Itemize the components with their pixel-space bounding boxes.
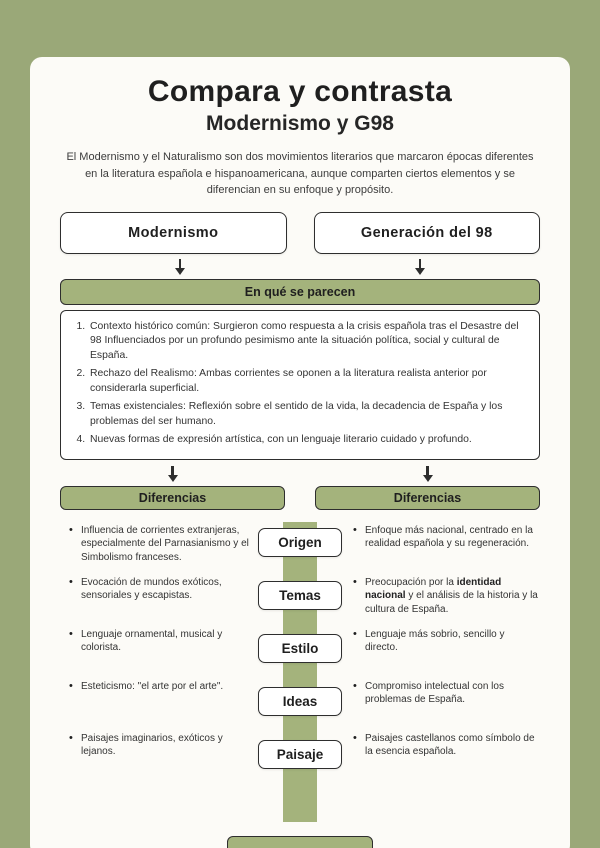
differences-left-header: Diferencias	[60, 485, 285, 510]
intro-text: El Modernismo y el Naturalismo son dos m…	[66, 151, 534, 196]
differences-left-list: • Influencia de corrientes extranjeras, e…	[68, 524, 250, 784]
difference-item: • Enfoque más nacional, centrado en la re…	[352, 524, 540, 576]
arrow-slot	[315, 465, 540, 482]
arrow-stem	[178, 258, 182, 268]
bullet-icon: •	[353, 731, 357, 744]
arrow-down-icon	[175, 258, 185, 275]
difference-item: • Paisajes imaginarios, exóticos y lejano…	[68, 732, 250, 784]
bullet-icon: •	[353, 627, 357, 640]
similarity-item: Temas existenciales: Reflexión sobre el …	[88, 400, 525, 430]
differences-headers: Diferencias Diferencias	[60, 485, 540, 510]
page-title: Compara y contrasta	[147, 75, 453, 108]
differences-right-header-label: Diferencias	[393, 490, 462, 505]
difference-item: • Lenguaje ornamental, musical y colorist…	[68, 628, 250, 680]
category-boxes: Origen Temas Estilo Ideas Paisaje	[258, 527, 342, 793]
g98-box: Generación del 98	[313, 211, 540, 254]
differences-left-header-label: Diferencias	[138, 490, 207, 505]
bullet-icon: •	[353, 679, 357, 692]
category-box-ideas: Ideas	[258, 686, 342, 716]
bullet-icon: •	[69, 731, 73, 744]
difference-item-text: Paisajes imaginarios, exóticos y lejanos…	[81, 732, 223, 758]
similarities-box: Contexto histórico común: Surgieron como…	[60, 309, 540, 460]
difference-item-text: Enfoque más nacional, centrado en la rea…	[365, 524, 533, 550]
bullet-icon: •	[353, 523, 357, 536]
arrow-head	[415, 267, 425, 275]
similarity-item: Rechazo del Realismo: Ambas corrientes s…	[88, 367, 525, 397]
category-box-paisaje: Paisaje	[258, 739, 342, 769]
similarities-header: En qué se parecen	[60, 278, 540, 305]
difference-item-text: Evocación de mundos exóticos, sensoriale…	[81, 576, 222, 602]
page-subtitle: Modernismo y G98	[206, 112, 394, 135]
footer-tab	[227, 836, 373, 848]
category-label: Estilo	[281, 640, 319, 656]
arrow-slot	[60, 258, 300, 275]
arrow-down-icon	[415, 258, 425, 275]
modernismo-box: Modernismo	[60, 211, 287, 254]
arrow-stem	[418, 258, 422, 268]
similarities-header-label: En qué se parecen	[244, 284, 356, 299]
modernismo-label: Modernismo	[128, 224, 219, 241]
category-box-temas: Temas	[258, 580, 342, 610]
difference-item: • Esteticismo: "el arte por el arte".	[68, 680, 250, 732]
differences-right-header: Diferencias	[315, 485, 540, 510]
arrow-slot	[60, 465, 285, 482]
difference-item-text: Lenguaje ornamental, musical y colorista…	[81, 628, 223, 654]
difference-item-text: Esteticismo: "el arte por el arte".	[81, 680, 224, 692]
similarity-item: Contexto histórico común: Surgieron como…	[88, 320, 525, 364]
bullet-icon: •	[69, 523, 73, 536]
difference-item-bold: identidad nacional	[365, 576, 502, 602]
difference-item-text: Preocupación por la identidad nacional y…	[365, 577, 538, 616]
difference-item-text: Paisajes castellanos como símbolo de la …	[365, 732, 535, 758]
arrow-head	[175, 267, 185, 275]
arrow-down-icon	[422, 465, 433, 482]
differences-right-list: • Enfoque más nacional, centrado en la re…	[352, 524, 540, 784]
arrow-head	[167, 474, 178, 482]
similarities-list: Contexto histórico común: Surgieron como…	[71, 320, 525, 449]
category-label: Paisaje	[276, 746, 324, 762]
category-label: Ideas	[282, 693, 318, 709]
arrow-stem	[171, 465, 174, 475]
difference-item: • Compromiso intelectual con los problema…	[352, 680, 540, 732]
arrow-slot	[300, 258, 540, 275]
category-label: Origen	[278, 534, 322, 550]
difference-item: • Paisajes castellanos como símbolo de la…	[352, 732, 540, 784]
category-box-estilo: Estilo	[258, 633, 342, 663]
difference-item-text: Lenguaje más sobrio, sencillo y directo.	[365, 628, 505, 654]
similarity-item: Nuevas formas de expresión artística, co…	[88, 433, 525, 448]
difference-item: • Evocación de mundos exóticos, sensorial…	[68, 576, 250, 628]
difference-item-text: Influencia de corrientes extranjeras, es…	[81, 524, 249, 564]
difference-item: • Preocupación por la identidad nacional …	[352, 576, 540, 628]
bullet-icon: •	[353, 575, 357, 588]
arrow-stem	[426, 465, 429, 475]
arrow-head	[422, 474, 433, 482]
difference-item: • Lenguaje más sobrio, sencillo y directo…	[352, 628, 540, 680]
difference-item-text: Compromiso intelectual con los problemas…	[365, 680, 504, 706]
differences-body: • Influencia de corrientes extranjeras, e…	[60, 521, 540, 822]
difference-item: • Influencia de corrientes extranjeras, e…	[68, 524, 250, 576]
category-label: Temas	[279, 587, 321, 603]
arrows-row-bottom	[60, 465, 540, 482]
bullet-icon: •	[69, 627, 73, 640]
bullet-icon: •	[69, 575, 73, 588]
card: Compara y contrasta Modernismo y G98 El …	[30, 57, 570, 848]
center-rail	[283, 521, 317, 822]
g98-label: Generación del 98	[360, 224, 493, 241]
arrows-row-top	[60, 258, 540, 275]
difference-item-suffix: y el análisis de la historia y la cultur…	[365, 590, 538, 616]
bullet-icon: •	[69, 679, 73, 692]
movements-row: Modernismo Generación del 98	[60, 211, 540, 254]
arrow-down-icon	[167, 465, 178, 482]
category-box-origen: Origen	[258, 527, 342, 557]
difference-item-prefix: Preocupación por la	[365, 576, 457, 588]
